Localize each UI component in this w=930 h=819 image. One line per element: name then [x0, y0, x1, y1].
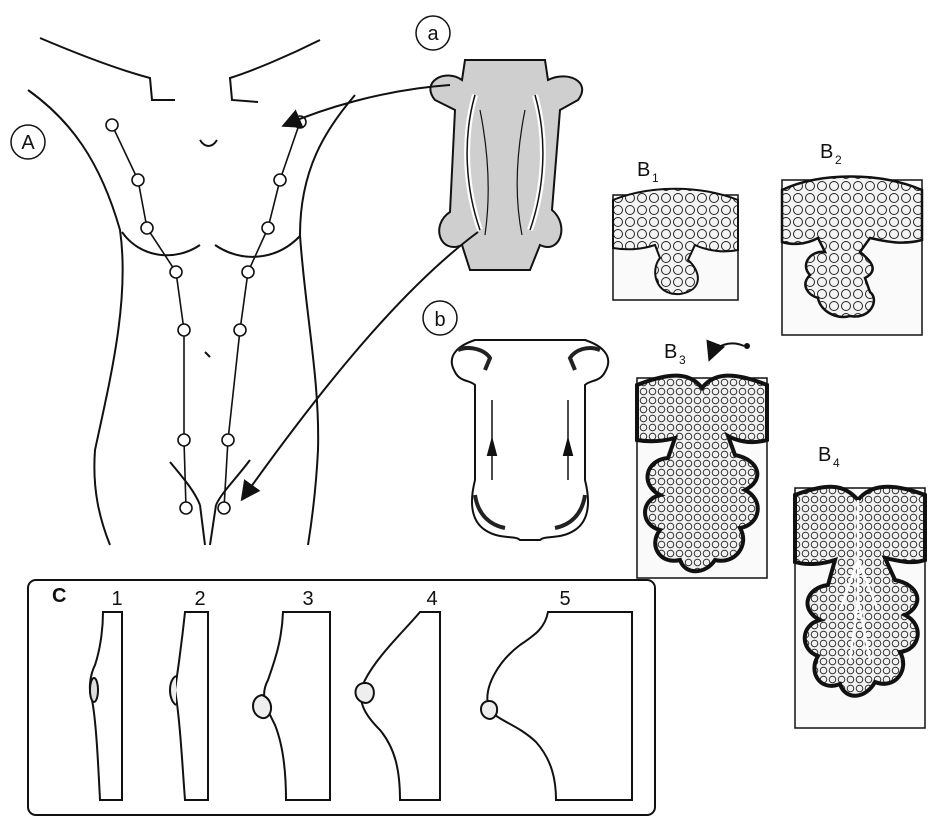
stage-4-nipple	[356, 683, 374, 703]
nipple-site	[262, 222, 274, 234]
panel-a-torso	[28, 38, 355, 545]
nipple-site	[218, 502, 230, 514]
svg-text:B: B	[664, 341, 677, 363]
label-C: C	[52, 585, 66, 607]
stage-label-4: 4	[426, 588, 437, 610]
nipple-site	[234, 324, 246, 336]
svg-text:A: A	[21, 132, 35, 154]
nipple-site	[170, 266, 182, 278]
panel-B3-lobular-stage	[637, 376, 767, 578]
label-A: A	[11, 125, 45, 159]
label-B3: B 3	[664, 341, 686, 367]
right-milk-line	[224, 122, 300, 508]
left-breast-contour	[122, 232, 200, 255]
label-B1: B 1	[637, 159, 659, 185]
right-breast-contour	[215, 236, 300, 257]
right-groin-line	[216, 460, 250, 505]
label-b: b	[423, 301, 457, 335]
left-shoulder-line	[40, 38, 175, 100]
svg-text:a: a	[427, 23, 439, 45]
right-shoulder-line	[230, 40, 320, 102]
svg-text:3: 3	[679, 353, 686, 367]
sternal-notch	[200, 140, 217, 146]
stage-label-5: 5	[559, 588, 570, 610]
nipple-site	[132, 174, 144, 186]
panel-B2-branching-stage	[782, 177, 922, 336]
nipple-sites	[106, 116, 306, 514]
nipple-site	[242, 266, 254, 278]
nipple-site	[222, 434, 234, 446]
nipple-site	[178, 434, 190, 446]
panel-B1-bud-stage	[613, 189, 738, 300]
embryo-b-illustration	[452, 340, 608, 540]
arrow-origin-dot	[744, 343, 750, 349]
stage-label-3: 3	[302, 588, 313, 610]
nipple-site	[141, 222, 153, 234]
svg-text:B: B	[818, 444, 831, 466]
nipple-site	[178, 324, 190, 336]
nipple-site	[180, 502, 192, 514]
embryo-a-illustration	[430, 60, 582, 270]
svg-text:4: 4	[833, 456, 840, 470]
left-body-outline	[28, 90, 123, 545]
nipple-site	[274, 174, 286, 186]
nipple-site	[106, 119, 118, 131]
svg-text:B: B	[637, 159, 650, 181]
stage-label-1: 1	[111, 588, 122, 610]
svg-text:2: 2	[835, 153, 842, 167]
navel-mark	[205, 352, 210, 357]
svg-text:1: 1	[652, 171, 659, 185]
label-B4: B 4	[818, 444, 840, 470]
right-body-outline	[300, 95, 355, 545]
svg-text:b: b	[434, 309, 445, 331]
svg-text:B: B	[820, 141, 833, 163]
arrow-to-upper-torso	[285, 85, 450, 125]
arrow-to-B3	[710, 343, 744, 358]
stage-3-nipple	[253, 695, 271, 718]
stage-5-nipple	[481, 701, 497, 719]
panel-B4-duct-stage	[795, 487, 925, 728]
label-B2: B 2	[820, 141, 842, 167]
arrow-to-lower-torso	[243, 232, 478, 498]
label-a: a	[416, 16, 450, 50]
left-milk-line	[112, 125, 186, 508]
stage-1-areola	[90, 678, 98, 702]
pubic-lines	[200, 505, 216, 545]
stage-label-2: 2	[194, 588, 205, 610]
